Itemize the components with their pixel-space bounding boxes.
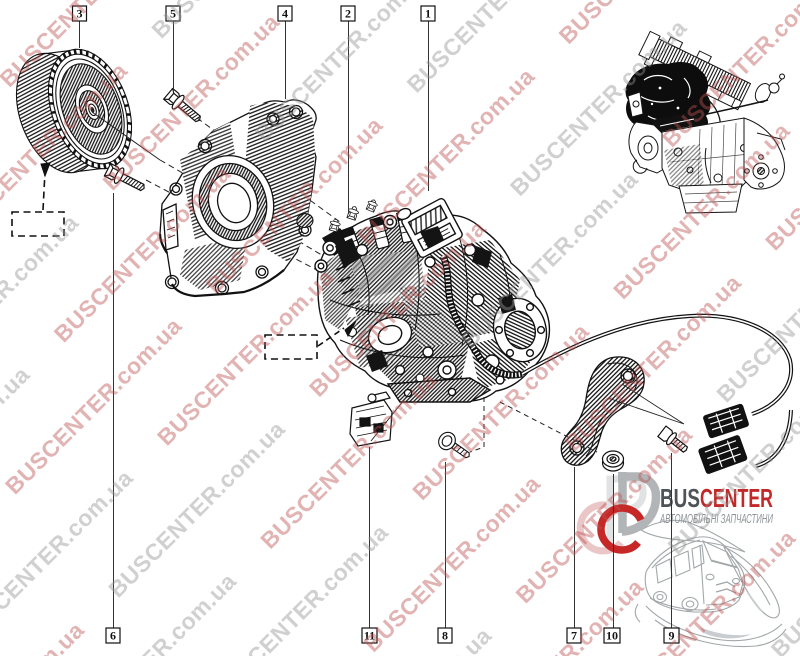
svg-text:5: 5 — [170, 7, 176, 21]
svg-text:2: 2 — [345, 7, 351, 21]
svg-text:7: 7 — [571, 629, 577, 643]
svg-text:CENTER: CENTER — [700, 483, 773, 513]
svg-text:3: 3 — [77, 7, 83, 21]
svg-text:АВТОМОБІЛЬНІ ЗАПЧАСТИНИ: АВТОМОБІЛЬНІ ЗАПЧАСТИНИ — [659, 512, 773, 526]
svg-text:11: 11 — [364, 629, 375, 643]
svg-text:9: 9 — [669, 629, 675, 643]
svg-text:BUS: BUS — [660, 483, 700, 513]
svg-text:6: 6 — [110, 629, 116, 643]
svg-text:4: 4 — [282, 7, 288, 21]
svg-text:10: 10 — [606, 629, 618, 643]
svg-text:8: 8 — [442, 629, 448, 643]
svg-text:1: 1 — [425, 7, 431, 21]
